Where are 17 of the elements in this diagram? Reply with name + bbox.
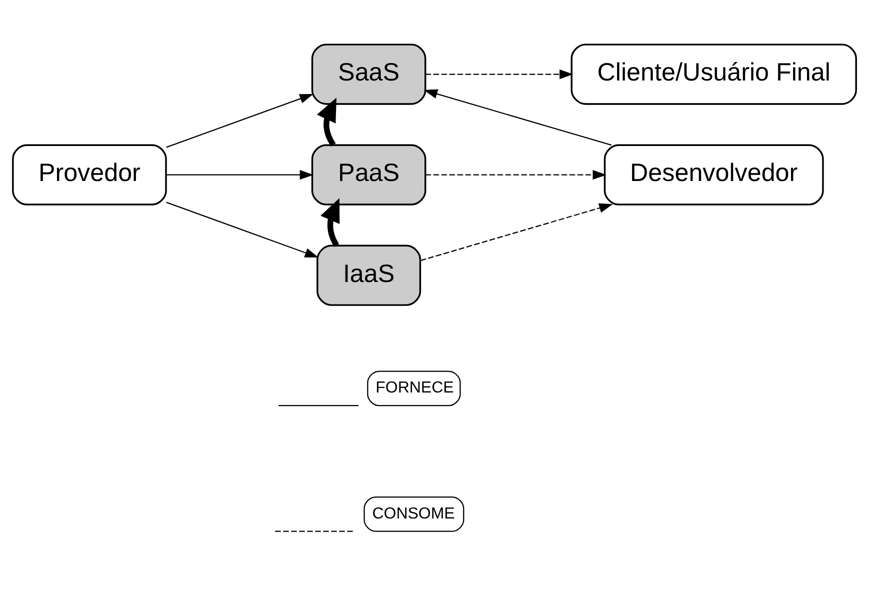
arrow xyxy=(166,94,314,148)
arrow xyxy=(424,89,612,146)
node-box: Desenvolvedor xyxy=(604,144,824,206)
arrow xyxy=(166,170,314,180)
arrow xyxy=(320,198,340,247)
node-box: Provedor xyxy=(12,144,167,206)
node-box: SaaS xyxy=(311,44,426,105)
node-box: Cliente/Usuário Final xyxy=(570,44,857,105)
node-box: PaaS xyxy=(311,144,426,206)
arrow xyxy=(425,69,574,80)
arrow xyxy=(316,98,336,147)
arrow xyxy=(166,202,319,258)
arrow xyxy=(425,170,606,180)
legend-label: FORNECE xyxy=(376,380,454,397)
node-box: IaaS xyxy=(316,244,422,306)
arrow xyxy=(420,203,613,262)
legend-label: CONSOME xyxy=(372,505,455,522)
